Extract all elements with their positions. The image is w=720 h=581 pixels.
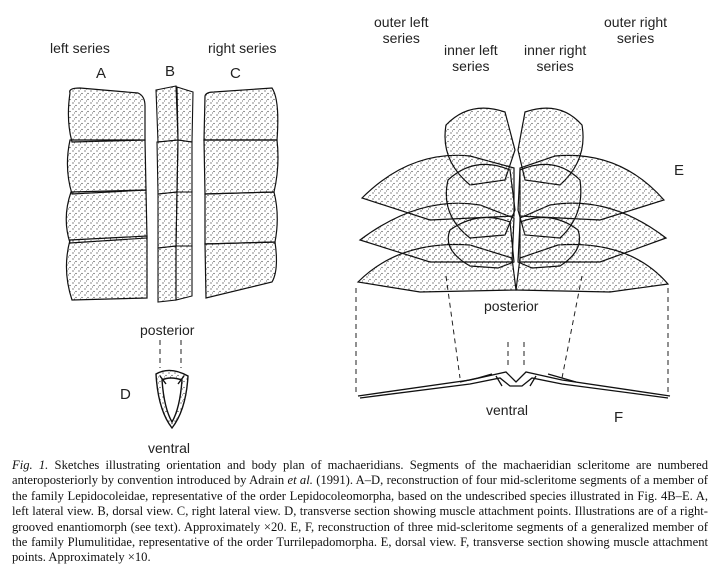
label-f: F bbox=[614, 410, 623, 426]
label-ventral-left: ventral bbox=[148, 440, 190, 456]
caption-figure-number: Fig. 1. bbox=[12, 458, 48, 472]
sketch-e-dorsal bbox=[358, 108, 668, 292]
label-posterior-right: posterior bbox=[484, 298, 538, 314]
sketch-a-left-lateral bbox=[66, 88, 147, 300]
caption-et-al: et al. bbox=[287, 473, 312, 487]
label-right-series: right series bbox=[208, 40, 276, 56]
guide-lines-f bbox=[356, 276, 668, 392]
label-left-series: left series bbox=[50, 40, 110, 56]
label-posterior-left: posterior bbox=[140, 322, 194, 338]
label-a: A bbox=[96, 66, 106, 82]
figure-caption: Fig. 1. Sketches illustrating orientatio… bbox=[12, 458, 708, 566]
label-d: D bbox=[120, 387, 131, 403]
figure-illustration: left series right series A B C posterior… bbox=[0, 0, 720, 448]
sketch-b-dorsal bbox=[156, 86, 193, 302]
label-b: B bbox=[165, 64, 175, 80]
label-e: E bbox=[674, 163, 684, 179]
sketch-c-right-lateral bbox=[204, 88, 278, 298]
label-c: C bbox=[230, 66, 241, 82]
guide-lines-d bbox=[160, 340, 181, 368]
label-ventral-right: ventral bbox=[486, 402, 528, 418]
sketch-d-transverse-section bbox=[156, 370, 188, 428]
sketch-f-transverse-section bbox=[358, 372, 670, 398]
